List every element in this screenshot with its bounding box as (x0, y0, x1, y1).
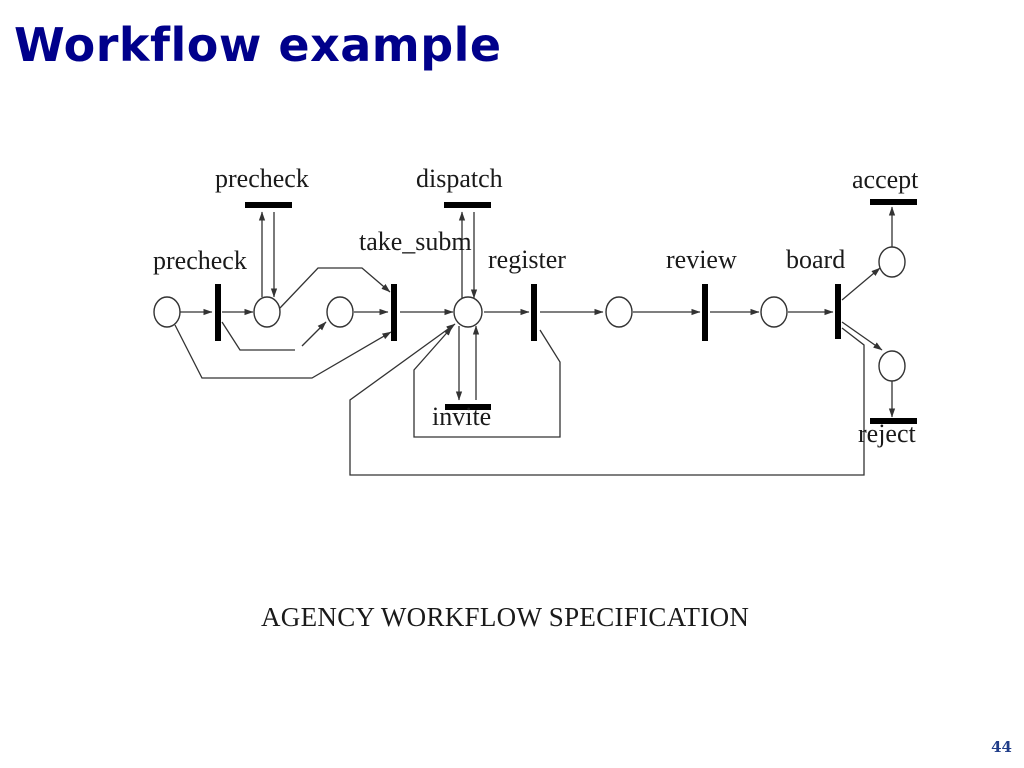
slide-title: Workflow example (14, 18, 502, 72)
arc-t8-p7 (841, 267, 881, 301)
arc-t8-p8 (841, 321, 883, 351)
label-review: review (666, 245, 737, 274)
label-precheck-top: precheck (215, 164, 309, 193)
transition-board (835, 284, 841, 339)
arc-p2-t3 (279, 267, 391, 309)
transition-review (702, 284, 708, 341)
place-after-precheck (253, 296, 281, 328)
diagram-caption: AGENCY WORKFLOW SPECIFICATION (261, 602, 749, 632)
label-accept: accept (852, 165, 919, 194)
transition-precheck-top (245, 202, 292, 208)
transition-dispatch (444, 202, 491, 208)
transitions (215, 199, 917, 424)
arcs (174, 206, 896, 476)
arc-t8-loop (349, 323, 865, 476)
place-submitted (453, 296, 483, 328)
label-reject: reject (858, 419, 917, 448)
arc-t1-p3-head (301, 321, 327, 347)
transition-precheck-left (215, 284, 221, 341)
label-precheck-left: precheck (153, 246, 247, 275)
place-registered (605, 296, 633, 328)
transition-reject (870, 418, 917, 424)
place-before-take-subm (326, 296, 354, 328)
arc-t6-loop (413, 326, 561, 438)
label-dispatch: dispatch (416, 164, 503, 193)
label-invite: invite (432, 402, 491, 431)
label-board: board (786, 245, 845, 274)
place-rejected (878, 350, 906, 382)
arc-t1-p3 (221, 321, 295, 351)
transition-accept (870, 199, 917, 205)
place-start (153, 296, 181, 328)
page-number: 44 (991, 738, 1012, 756)
labels: precheck dispatch accept precheck take_s… (153, 164, 919, 448)
arc-p1-t3 (174, 324, 392, 379)
label-take-subm: take_subm (359, 227, 472, 256)
transition-take-subm (391, 284, 397, 341)
place-accepted (878, 246, 906, 278)
place-reviewed (760, 296, 788, 328)
places (153, 246, 906, 382)
label-register: register (488, 245, 566, 274)
transition-register (531, 284, 537, 341)
transition-invite (445, 404, 491, 410)
